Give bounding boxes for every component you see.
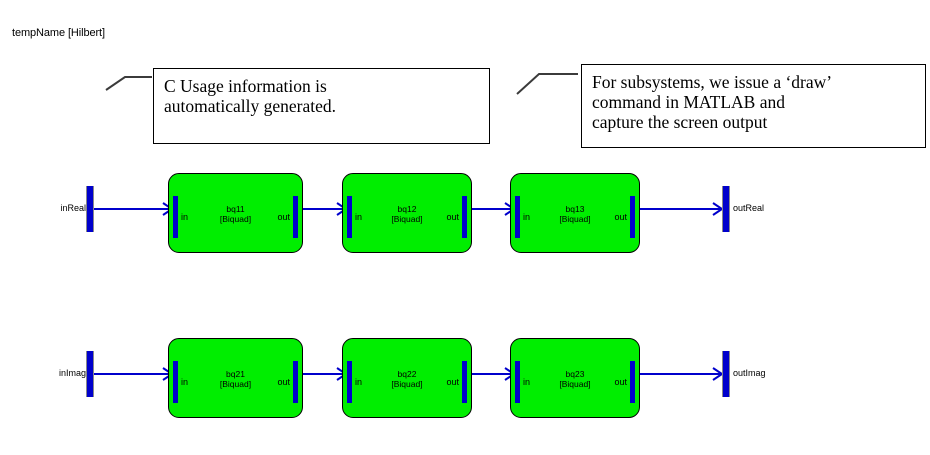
block-output-port-label: out bbox=[277, 212, 290, 222]
wire-arrow-head bbox=[712, 367, 724, 381]
block-output-port-label: out bbox=[614, 377, 627, 387]
block-label-subtitle: [Biquad] bbox=[559, 214, 591, 224]
block-output-port-label: out bbox=[446, 212, 459, 222]
block-output-port-label: out bbox=[614, 212, 627, 222]
callout-text-line: command in MATLAB and bbox=[592, 92, 785, 112]
block-input-port[interactable] bbox=[173, 196, 178, 238]
block-input-port-label: in bbox=[181, 377, 189, 387]
block-output-port[interactable] bbox=[462, 361, 467, 403]
block-input-port[interactable] bbox=[347, 361, 352, 403]
block-input-port[interactable] bbox=[515, 361, 520, 403]
block-label: bq21[Biquad] bbox=[169, 369, 302, 389]
page-title: tempName [Hilbert] bbox=[12, 27, 105, 39]
block-input-port-label: in bbox=[523, 377, 531, 387]
block-label-name: bq11 bbox=[226, 204, 245, 214]
input-port-label: inImag bbox=[58, 368, 86, 378]
block-output-port[interactable] bbox=[630, 196, 635, 238]
block-label-subtitle: [Biquad] bbox=[391, 379, 423, 389]
callout-text-line: C Usage information is bbox=[164, 76, 327, 96]
block-label-subtitle: [Biquad] bbox=[219, 214, 252, 224]
output-port-label: outReal bbox=[733, 203, 765, 213]
block-input-port-label: in bbox=[355, 377, 363, 387]
block-input-port-label: in bbox=[355, 212, 363, 222]
callout-subsystem-draw: For subsystems, we issue a ‘draw’command… bbox=[581, 64, 926, 148]
block-label: bq22[Biquad] bbox=[343, 369, 471, 389]
callout-text-line: capture the screen output bbox=[592, 112, 768, 132]
block-label: bq11[Biquad] bbox=[169, 204, 302, 224]
block-input-port[interactable] bbox=[515, 196, 520, 238]
wire-arrow-head bbox=[712, 202, 724, 216]
block-label-subtitle: [Biquad] bbox=[391, 214, 423, 224]
block-label-subtitle: [Biquad] bbox=[559, 379, 591, 389]
output-port-outImag[interactable] bbox=[722, 351, 730, 397]
block-label-name: bq21 bbox=[226, 369, 245, 379]
block-output-port[interactable] bbox=[630, 361, 635, 403]
block-output-port[interactable] bbox=[462, 196, 467, 238]
block-label-subtitle: [Biquad] bbox=[219, 379, 252, 389]
block-output-port[interactable] bbox=[293, 361, 298, 403]
block-input-port-label: in bbox=[523, 212, 531, 222]
block-output-port-label: out bbox=[277, 377, 290, 387]
input-port-inImag[interactable] bbox=[86, 351, 94, 397]
block-input-port[interactable] bbox=[347, 196, 352, 238]
input-port-inReal[interactable] bbox=[86, 186, 94, 232]
block-input-port[interactable] bbox=[173, 361, 178, 403]
block-label-name: bq23 bbox=[565, 369, 585, 379]
block-label-name: bq12 bbox=[397, 204, 417, 214]
block-input-port-label: in bbox=[181, 212, 189, 222]
input-port-label: inReal bbox=[60, 203, 86, 213]
callout-leader-line bbox=[105, 76, 152, 91]
block-label: bq13[Biquad] bbox=[511, 204, 639, 224]
block-label-name: bq13 bbox=[565, 204, 585, 214]
callout-leader-line bbox=[516, 73, 578, 95]
callout-text-line: For subsystems, we issue a ‘draw’ bbox=[592, 72, 833, 92]
block-label: bq23[Biquad] bbox=[511, 369, 639, 389]
block-label-name: bq22 bbox=[397, 369, 417, 379]
output-port-outReal[interactable] bbox=[722, 186, 730, 232]
callout-text-line: automatically generated. bbox=[164, 96, 337, 116]
block-output-port-label: out bbox=[446, 377, 459, 387]
block-label: bq12[Biquad] bbox=[343, 204, 471, 224]
block-output-port[interactable] bbox=[293, 196, 298, 238]
output-port-label: outImag bbox=[733, 368, 766, 378]
